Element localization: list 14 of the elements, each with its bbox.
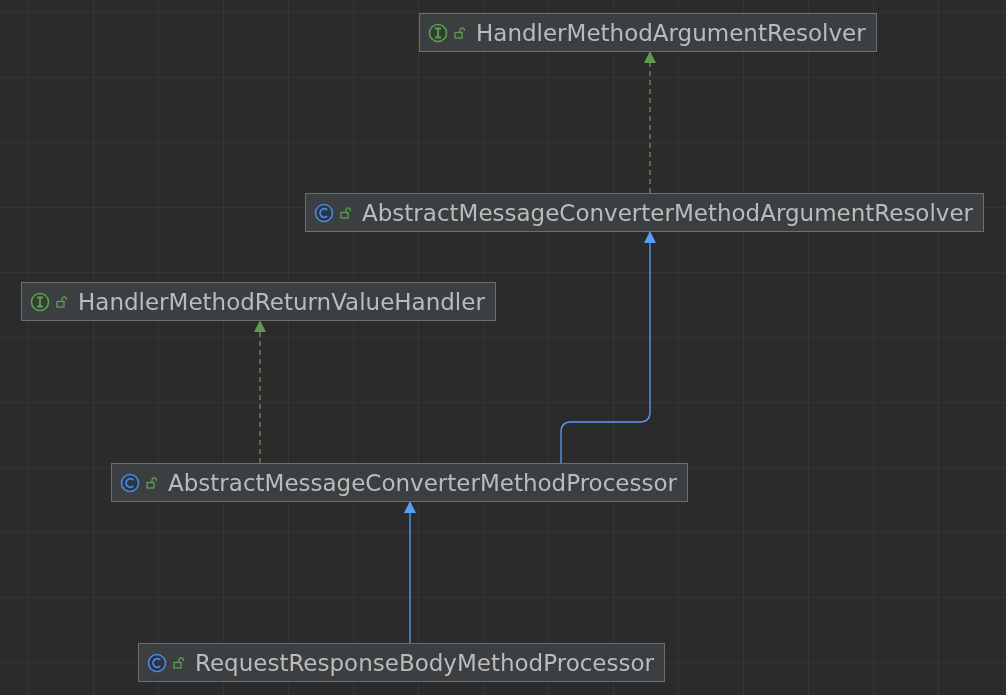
realization-arrow xyxy=(644,51,656,194)
inheritance-arrow xyxy=(560,231,656,464)
interface-box xyxy=(419,13,877,52)
interface-box xyxy=(21,282,496,321)
class-box xyxy=(138,643,665,682)
class-name: AbstractMessageConverterMethodProcessor xyxy=(168,469,677,496)
class-name: AbstractMessageConverterMethodArgumentResolver xyxy=(362,199,974,226)
realization-arrow xyxy=(254,320,266,464)
class-name: HandlerMethodReturnValueHandler xyxy=(78,288,485,315)
class-name: RequestResponseBodyMethodProcessor xyxy=(195,649,654,676)
class-name: HandlerMethodArgumentResolver xyxy=(476,19,866,46)
class-box xyxy=(305,193,985,232)
inheritance-arrow xyxy=(404,501,416,644)
class-box xyxy=(111,463,688,502)
